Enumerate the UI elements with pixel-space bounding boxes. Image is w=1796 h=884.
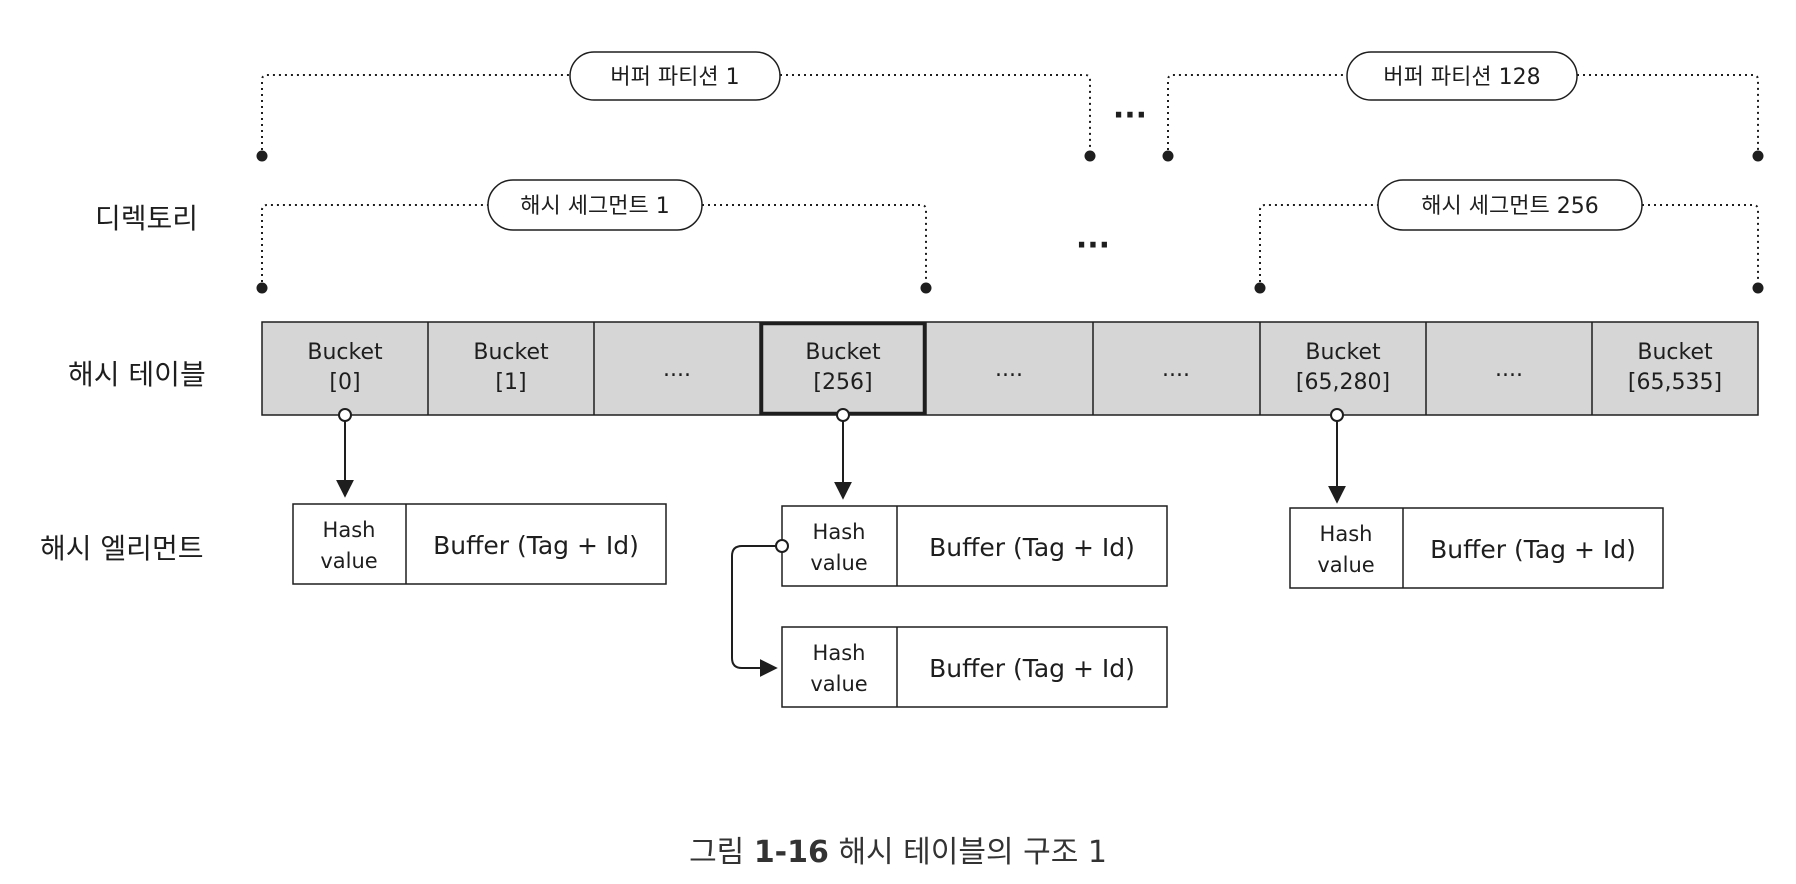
partition-128-endpoint-right [1752, 150, 1764, 162]
caption-number: 1-16 [754, 835, 829, 870]
bucket-65535-line1: Bucket [1637, 340, 1713, 365]
bucket-ellipsis-3: .... [1162, 357, 1190, 382]
row-label-directory: 디렉토리 [95, 202, 198, 235]
partition-128-endpoint-left [1162, 150, 1174, 162]
bucket-256-line2: [256] [813, 370, 872, 395]
segment-1-endpoint-right [920, 282, 932, 294]
segment-256-endpoint-left [1254, 282, 1266, 294]
figure-caption: 그림 1-16 해시 테이블의 구조 1 [689, 835, 1107, 870]
bucket-1-line1: Bucket [473, 340, 549, 365]
caption-title: 해시 테이블의 구조 1 [838, 835, 1107, 870]
partition-ellipsis: ··· [1113, 98, 1147, 133]
bucket-1-line2: [1] [495, 370, 526, 395]
hash-element-3-hash-line1: Hash [813, 641, 866, 665]
hash-element-3-hash-line2: value [810, 672, 867, 696]
caption-prefix: 그림 [689, 835, 744, 870]
hash-element-1-hash-line1: Hash [323, 518, 376, 542]
hash-element-1-buffer: Buffer (Tag + Id) [433, 531, 639, 560]
hash-element-chained: Hash value Buffer (Tag + Id) [781, 626, 1168, 708]
segment-label-1: 해시 세그먼트 1 [520, 194, 669, 219]
bucket-0-line1: Bucket [307, 340, 383, 365]
segment-ellipsis: ··· [1076, 228, 1110, 263]
bucket-65535-line2: [65,535] [1628, 370, 1722, 395]
bucket-256-line1: Bucket [805, 340, 881, 365]
hash-element-2-hash-line2: value [810, 551, 867, 575]
row-label-hash-element: 해시 엘리먼트 [40, 532, 203, 565]
hash-element-bucket-256: Hash value Buffer (Tag + Id) [781, 505, 1168, 587]
partition-bracket-128: 버퍼 파티션 128 [1162, 51, 1764, 162]
hash-element-bucket-0: Hash value Buffer (Tag + Id) [292, 503, 667, 585]
bucket-row-background [261, 321, 1759, 416]
bucket-256-pointer [834, 408, 852, 500]
bucket-ellipsis-4: .... [1495, 357, 1523, 382]
segment-pill-256 [1377, 179, 1643, 231]
bucket-0-pointer [336, 408, 354, 498]
segment-pill-1 [487, 179, 703, 231]
partition-bracket-1: 버퍼 파티션 1 [256, 51, 1096, 162]
partition-label-128: 버퍼 파티션 128 [1383, 65, 1540, 90]
bucket-ellipsis-1: .... [663, 357, 691, 382]
segment-bracket-1: 해시 세그먼트 1 [256, 179, 932, 294]
bucket-65280-pointer [1328, 408, 1346, 504]
segment-256-endpoint-right [1752, 282, 1764, 294]
partition-1-endpoint-right [1084, 150, 1096, 162]
segment-1-endpoint-left [256, 282, 268, 294]
partition-1-endpoint-left [256, 150, 268, 162]
partition-pill-1 [569, 51, 781, 101]
bucket-65280-line1: Bucket [1305, 340, 1381, 365]
hash-element-1-hash-line2: value [320, 549, 377, 573]
hash-element-4-hash-line1: Hash [1320, 522, 1373, 546]
partition-pill-128 [1346, 51, 1578, 101]
bucket-row: Bucket [0] Bucket [1] .... Bucket [256] … [261, 321, 1759, 416]
row-label-hash-table: 해시 테이블 [68, 358, 206, 391]
segment-bracket-256: 해시 세그먼트 256 [1254, 179, 1764, 294]
bucket-0-line2: [0] [329, 370, 360, 395]
chain-pointer [731, 539, 789, 677]
hash-element-4-buffer: Buffer (Tag + Id) [1430, 535, 1636, 564]
bucket-65280-line2: [65,280] [1296, 370, 1390, 395]
partition-label-1: 버퍼 파티션 1 [610, 65, 739, 90]
hash-element-3-buffer: Buffer (Tag + Id) [929, 654, 1135, 683]
hash-element-2-buffer: Buffer (Tag + Id) [929, 533, 1135, 562]
segment-label-256: 해시 세그먼트 256 [1421, 194, 1598, 219]
hash-element-4-hash-line2: value [1317, 553, 1374, 577]
hash-element-2-hash-line1: Hash [813, 520, 866, 544]
bucket-ellipsis-2: .... [995, 357, 1023, 382]
hash-element-bucket-65280: Hash value Buffer (Tag + Id) [1289, 507, 1664, 589]
